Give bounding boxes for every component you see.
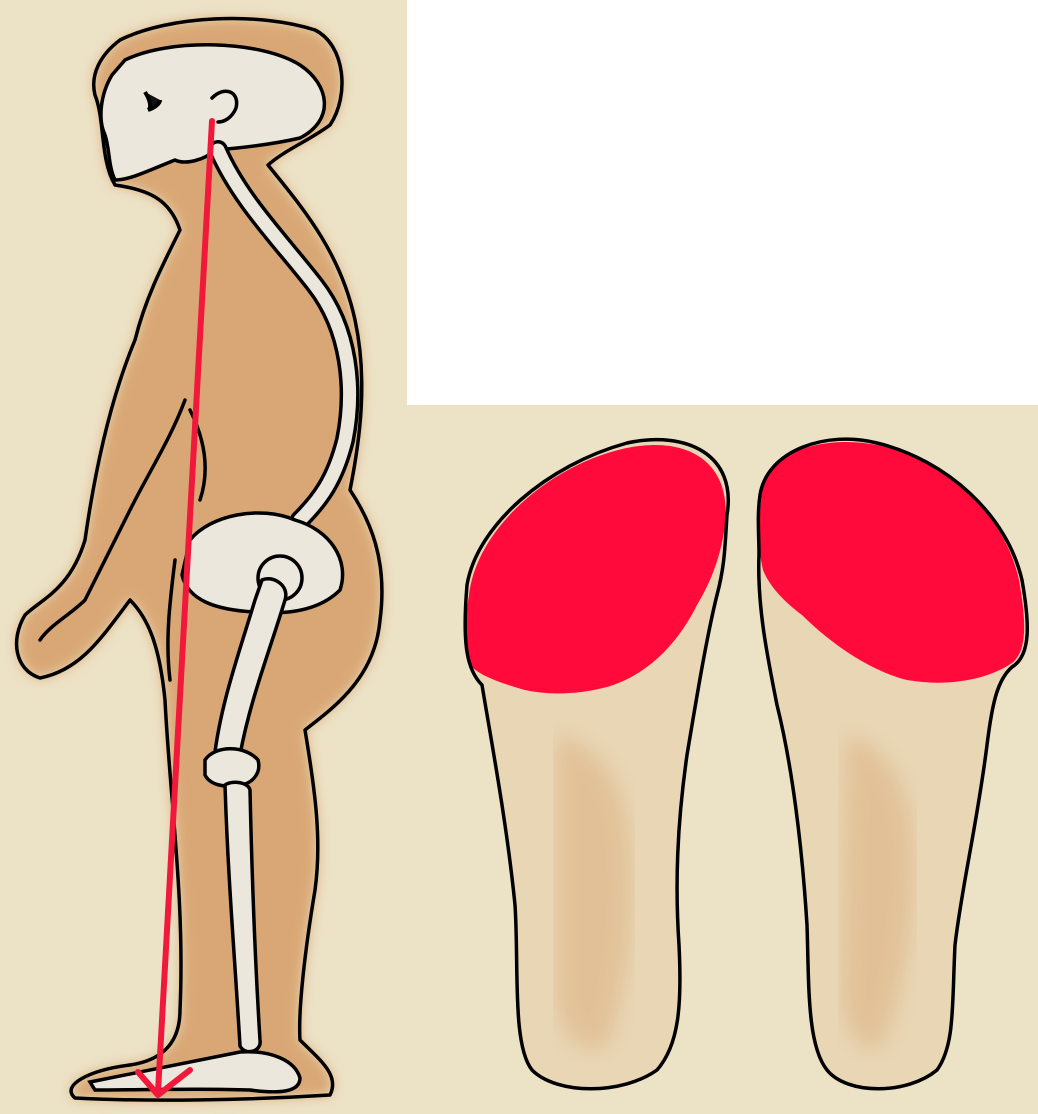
footprint-illustration — [407, 405, 1038, 1114]
posture-illustration — [0, 0, 407, 1114]
knee-joint — [205, 749, 259, 786]
footprints-svg — [407, 405, 1038, 1114]
posture-figure-svg — [0, 0, 407, 1114]
